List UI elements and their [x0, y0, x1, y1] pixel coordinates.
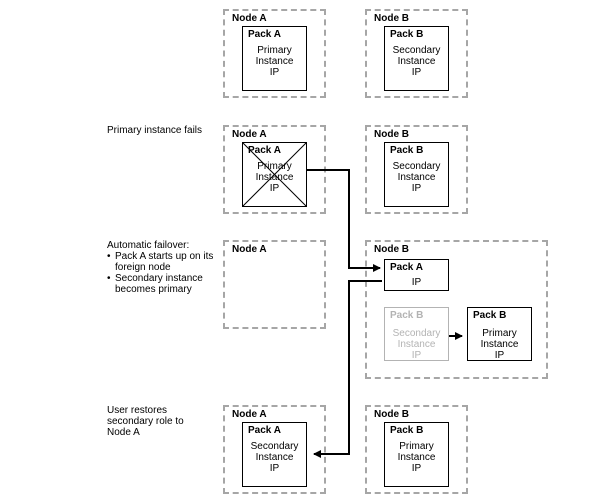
- pack-line: Instance: [255, 172, 294, 183]
- stage4-node-a: Node A Pack A Secondary Instance IP: [223, 405, 326, 494]
- node-b-label: Node B: [374, 409, 409, 420]
- pack-title: Pack B: [390, 310, 424, 321]
- pack-line: Secondary: [392, 161, 441, 172]
- stage1-node-a: Node A Pack A Primary Instance IP: [223, 9, 326, 98]
- stage3-node-b: Node B Pack A IP Pack B Secondary Instan…: [365, 240, 548, 379]
- pack-line: Secondary: [250, 441, 299, 452]
- stage2-pack-a-failed: Pack A Primary Instance IP: [242, 142, 307, 207]
- pack-line: Instance: [397, 452, 436, 463]
- pack-line: IP: [269, 67, 280, 78]
- pack-line: IP: [411, 183, 422, 194]
- stage1-pack-b: Pack B Secondary Instance IP: [384, 26, 449, 91]
- pack-line: Primary: [399, 441, 434, 452]
- caption-bullet: Secondary instance becomes primary: [107, 273, 217, 295]
- node-b-label: Node B: [374, 129, 409, 140]
- stage3-pack-b-promoted: Pack B Primary Instance IP: [467, 307, 532, 361]
- pack-line: Instance: [397, 56, 436, 67]
- pack-body: Secondary Instance IP: [385, 45, 448, 78]
- node-a-label: Node A: [232, 244, 267, 255]
- pack-line: Secondary: [392, 45, 441, 56]
- stage1-pack-a: Pack A Primary Instance IP: [242, 26, 307, 91]
- pack-body: IP: [385, 277, 448, 288]
- stage4-node-b: Node B Pack B Primary Instance IP: [365, 405, 468, 494]
- stage3-node-a: Node A: [223, 240, 326, 329]
- pack-line: IP: [269, 463, 280, 474]
- pack-body: Primary Instance IP: [385, 441, 448, 474]
- pack-line: Secondary: [392, 328, 441, 339]
- pack-body: Secondary Instance IP: [385, 161, 448, 194]
- stage4-pack-a: Pack A Secondary Instance IP: [242, 422, 307, 487]
- pack-line: IP: [411, 350, 422, 361]
- pack-title: Pack B: [390, 425, 424, 436]
- pack-line: IP: [269, 183, 280, 194]
- pack-body: Secondary Instance IP: [243, 441, 306, 474]
- node-a-label: Node A: [232, 13, 267, 24]
- pack-line: Primary: [482, 328, 517, 339]
- pack-title: Pack A: [390, 262, 423, 273]
- node-a-label: Node A: [232, 409, 267, 420]
- pack-line: Instance: [397, 172, 436, 183]
- pack-line: Instance: [255, 452, 294, 463]
- pack-body: Primary Instance IP: [243, 161, 306, 194]
- stage3-caption-title: Automatic failover:: [107, 240, 190, 251]
- pack-title: Pack A: [248, 425, 281, 436]
- pack-line: Instance: [397, 339, 436, 350]
- pack-body: Secondary Instance IP: [385, 328, 448, 361]
- node-a-label: Node A: [232, 129, 267, 140]
- stage3-caption: Automatic failover: Pack A starts up on …: [107, 240, 217, 295]
- stage2-node-b: Node B Pack B Secondary Instance IP: [365, 125, 468, 214]
- stage2-node-a: Node A Pack A Primary Instance IP: [223, 125, 326, 214]
- pack-title: Pack B: [390, 29, 424, 40]
- pack-title: Pack A: [248, 29, 281, 40]
- stage4-pack-b: Pack B Primary Instance IP: [384, 422, 449, 487]
- stage2-pack-b: Pack B Secondary Instance IP: [384, 142, 449, 207]
- pack-line: IP: [411, 463, 422, 474]
- stage3-caption-bullets: Pack A starts up on its foreign node Sec…: [107, 251, 217, 295]
- stage3-pack-a: Pack A IP: [384, 259, 449, 291]
- stage3-pack-b-former: Pack B Secondary Instance IP: [384, 307, 449, 361]
- node-b-label: Node B: [374, 13, 409, 24]
- stage2-caption: Primary instance fails: [107, 125, 203, 136]
- pack-line: Primary: [257, 161, 292, 172]
- pack-line: IP: [411, 67, 422, 78]
- stage4-caption: User restores secondary role to Node A: [107, 405, 184, 438]
- pack-line: Primary: [257, 45, 292, 56]
- pack-line: Instance: [255, 56, 294, 67]
- pack-title: Pack A: [248, 145, 281, 156]
- pack-line: Instance: [480, 339, 519, 350]
- node-b-label: Node B: [374, 244, 409, 255]
- failed-cross-icon: [242, 142, 307, 207]
- pack-body: Primary Instance IP: [243, 45, 306, 78]
- stage1-node-b: Node B Pack B Secondary Instance IP: [365, 9, 468, 98]
- pack-line: IP: [411, 277, 422, 288]
- pack-body: Primary Instance IP: [468, 328, 531, 361]
- caption-bullet: Pack A starts up on its foreign node: [107, 251, 217, 273]
- pack-title: Pack B: [473, 310, 507, 321]
- pack-title: Pack B: [390, 145, 424, 156]
- pack-line: IP: [494, 350, 505, 361]
